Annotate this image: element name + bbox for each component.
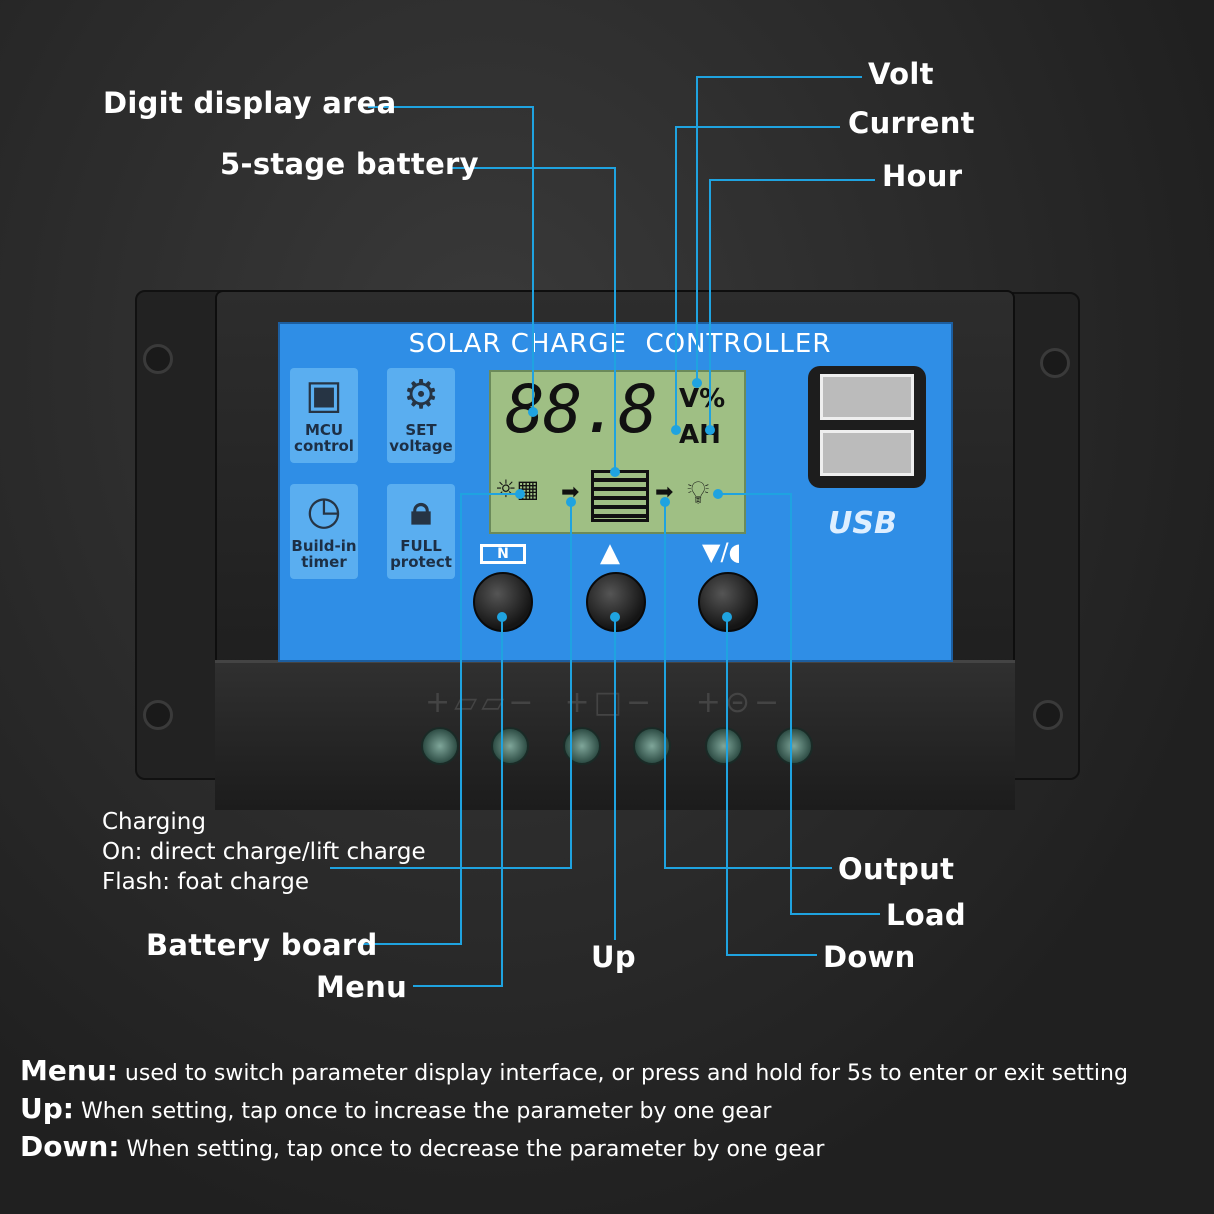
- label-charging: Charging On: direct charge/lift charge F…: [102, 807, 426, 897]
- label-hour: Hour: [882, 159, 963, 193]
- label-down: Down: [823, 940, 916, 974]
- gear-icon: ⚙: [403, 372, 439, 418]
- description-key: Down:: [20, 1130, 120, 1163]
- charging-on: On: direct charge/lift charge: [102, 839, 426, 865]
- lock-icon: 🔒︎: [410, 488, 432, 534]
- mount-hole: [1033, 700, 1063, 730]
- lcd-unit-top: V%: [679, 384, 726, 414]
- usb-label: USB: [828, 506, 897, 541]
- terminal-screw[interactable]: [421, 727, 459, 765]
- feature-label: voltage: [389, 437, 453, 455]
- leader-battery: [450, 167, 616, 472]
- description-text: When setting, tap once to decrease the p…: [119, 1137, 825, 1162]
- charging-title: Charging: [102, 809, 206, 835]
- sun-solar-panel-icon: ☼▦: [495, 475, 540, 503]
- feature-label: SET: [405, 421, 437, 439]
- leader-current: [675, 126, 840, 430]
- leader-volt: [696, 76, 862, 383]
- label-battery-board: Battery board: [146, 928, 378, 962]
- description-menu: Menu: used to switch parameter display i…: [20, 1054, 1128, 1087]
- label-current: Current: [848, 106, 975, 140]
- description-text: used to switch parameter display interfa…: [117, 1061, 1128, 1086]
- feature-label: Build-in: [291, 537, 357, 555]
- leader-load: [718, 493, 880, 915]
- arrow-icon: ➡: [655, 480, 674, 505]
- mount-hole: [143, 344, 173, 374]
- leader-hour: [709, 179, 875, 430]
- minus-bulb-icon: ▼/◖: [702, 538, 742, 566]
- clock-icon: ◷: [306, 488, 342, 534]
- plus-icon: ▲: [600, 538, 620, 568]
- feature-label: MCU: [304, 421, 344, 439]
- leader-battery-board: [358, 493, 520, 945]
- description-up: Up: When setting, tap once to increase t…: [20, 1092, 771, 1125]
- label-battery-stage: 5-stage battery: [220, 147, 479, 181]
- menu-icon: N: [480, 544, 526, 564]
- terminal-screw[interactable]: [705, 727, 743, 765]
- battery-icon: [591, 470, 649, 522]
- leader-digit-display: [368, 106, 534, 412]
- description-down: Down: When setting, tap once to decrease…: [20, 1130, 824, 1163]
- usb-port[interactable]: [820, 374, 914, 420]
- mount-hole: [1040, 348, 1070, 378]
- chip-icon: ▣: [305, 372, 343, 418]
- label-volt: Volt: [868, 57, 934, 91]
- lcd-unit-bottom: AH: [679, 420, 721, 450]
- leader-charging: [330, 502, 572, 869]
- terminal-screw[interactable]: [563, 727, 601, 765]
- usb-port[interactable]: [820, 430, 914, 476]
- description-key: Up:: [20, 1092, 74, 1125]
- terminal-screw[interactable]: [775, 727, 813, 765]
- charging-flash: Flash: foat charge: [102, 869, 310, 895]
- label-digit-display: Digit display area: [103, 86, 397, 120]
- arrow-icon: ➡: [561, 480, 580, 505]
- label-load: Load: [886, 898, 966, 932]
- label-menu: Menu: [316, 970, 408, 1004]
- feature-label: timer: [301, 553, 347, 571]
- label-up: Up: [591, 940, 636, 974]
- leader-down: [726, 617, 817, 956]
- feature-label: control: [294, 437, 354, 455]
- feature-label: protect: [390, 553, 452, 571]
- description-text: When setting, tap once to increase the p…: [73, 1099, 772, 1124]
- usb-ports[interactable]: [808, 366, 926, 488]
- feature-label: FULL: [400, 537, 442, 555]
- leader-output: [664, 502, 832, 869]
- label-output: Output: [838, 852, 955, 886]
- terminal-symbols: +▱▱− +□− +⊝−: [425, 685, 784, 720]
- mount-hole: [143, 700, 173, 730]
- bulb-icon: 💡︎: [687, 473, 710, 511]
- description-key: Menu:: [20, 1054, 118, 1087]
- leader-menu: [413, 617, 503, 987]
- terminal-screw[interactable]: [491, 727, 529, 765]
- lcd-display: 88.8 V% AH ☼▦ ➡ ➡ 💡︎: [489, 370, 746, 534]
